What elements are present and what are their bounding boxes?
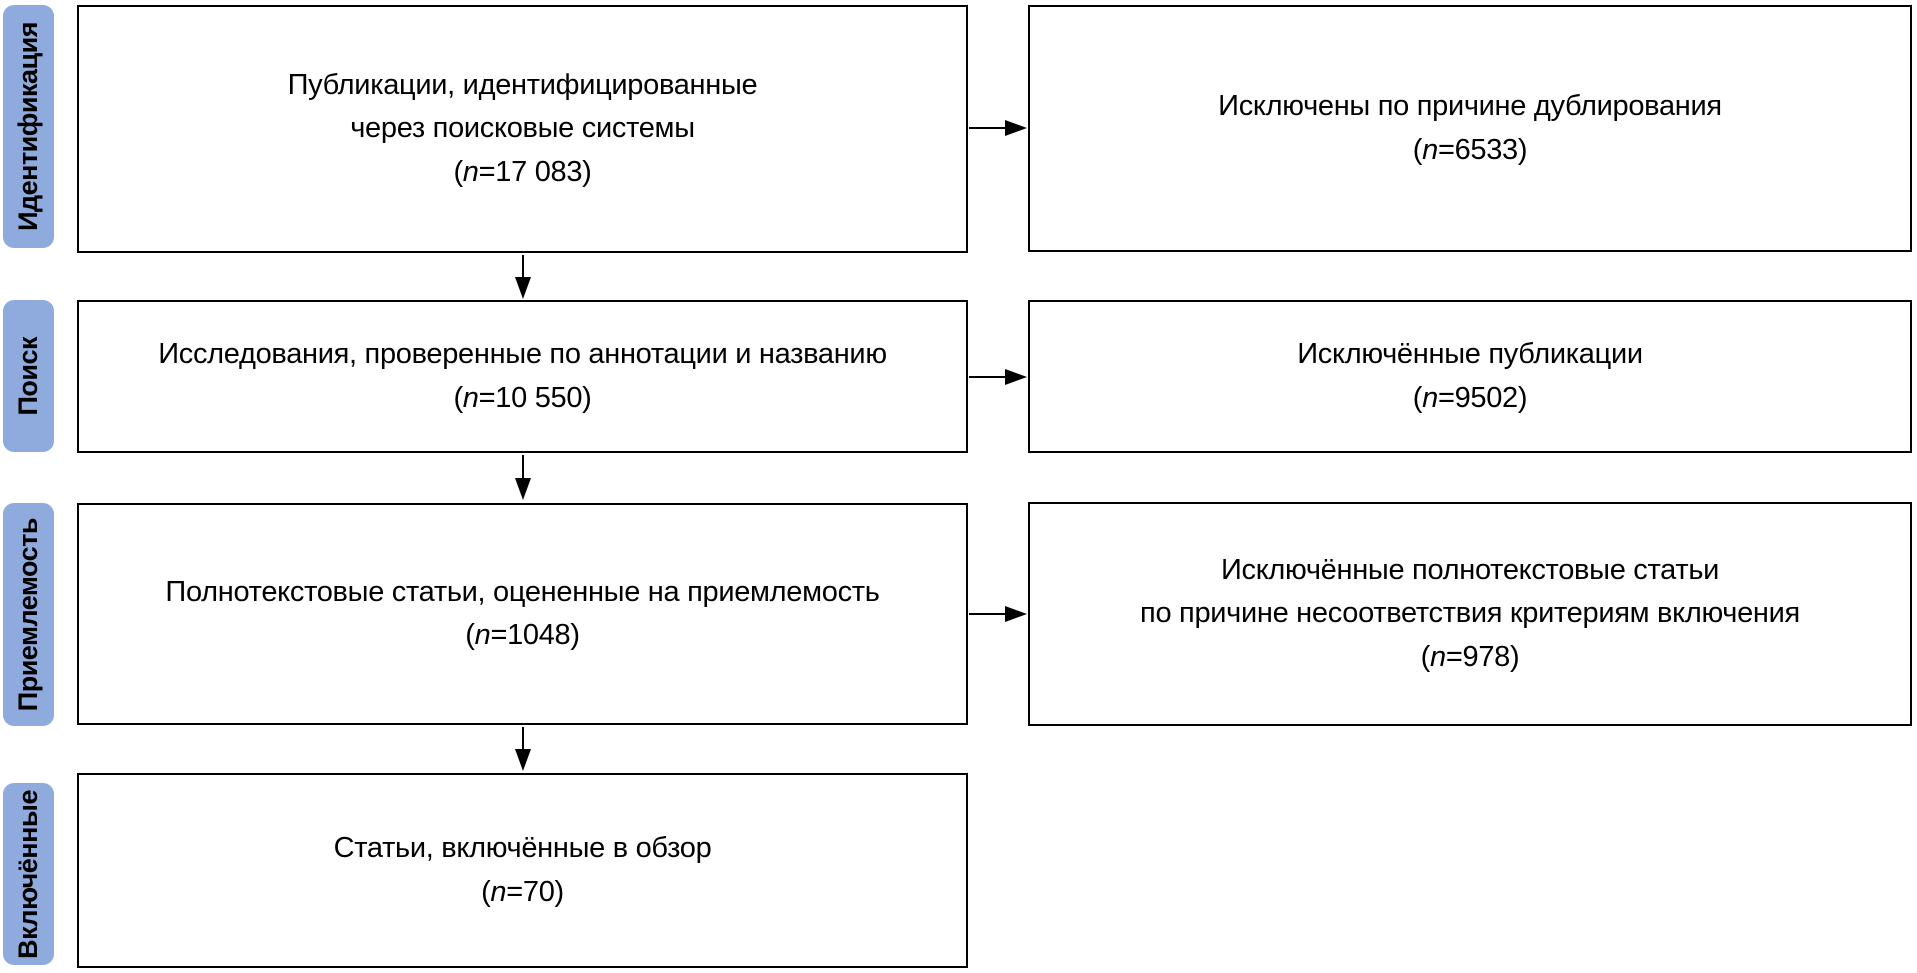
stage-label-text: Поиск <box>13 336 43 416</box>
box-excluded-duplicates: Исключены по причине дублирования (n=653… <box>1028 5 1912 252</box>
arrow-down-screening-to-eligibility <box>515 455 531 500</box>
stage-label-text: Идентификация <box>13 22 43 231</box>
box-text-line: Исключённые полнотекстовые статьи <box>1220 553 1720 586</box>
box-text-line: через поисковые системы <box>350 112 695 145</box>
arrow-down-identification-to-screening <box>515 255 531 299</box>
box-excluded-fulltext: Исключённые полнотекстовые статьи по при… <box>1028 502 1912 726</box>
box-n-count: (n=1048) <box>465 619 580 651</box>
box-text-line: Публикации, идентифицированные <box>287 68 758 101</box>
arrow-down-eligibility-to-included <box>515 727 531 771</box>
box-text-line: Исследования, проверенные по аннотации и… <box>158 338 887 370</box>
box-n-count: (n=10 550) <box>453 381 592 414</box>
stage-label-text: Приемлемость <box>13 517 43 712</box>
box-n-count: (n=70) <box>481 875 564 908</box>
box-n-count: (n=9502) <box>1412 381 1528 414</box>
box-fulltext-assessed: Полнотекстовые статьи, оцененные на прие… <box>77 503 968 725</box>
box-n-count: (n=17 083) <box>453 155 592 188</box>
box-identified-publications: Публикации, идентифицированные через пои… <box>77 5 968 253</box>
box-screened-studies: Исследования, проверенные по аннотации и… <box>77 300 968 453</box>
stage-label-screening: Поиск <box>3 300 54 452</box>
arrow-right-screening-exclusion <box>969 369 1027 385</box>
box-excluded-publications: Исключённые публикации (n=9502) <box>1028 300 1912 453</box>
box-text-line: Исключены по причине дублирования <box>1218 90 1722 122</box>
arrow-right-identification-exclusion <box>969 120 1027 136</box>
stage-label-included: Включённые <box>3 783 54 965</box>
stage-label-text: Включённые <box>13 789 43 959</box>
box-n-count: (n=978) <box>1420 640 1520 673</box>
box-included-articles: Статьи, включённые в обзор (n=70) <box>77 773 968 968</box>
box-n-count: (n=6533) <box>1412 133 1528 166</box>
arrow-right-eligibility-exclusion <box>969 606 1027 622</box>
box-text-line: Статьи, включённые в обзор <box>333 832 712 864</box>
box-text-line: по причине несоответствия критериям вклю… <box>1140 597 1800 630</box>
stage-label-eligibility: Приемлемость <box>3 503 54 726</box>
box-text-line: Полнотекстовые статьи, оцененные на прие… <box>165 575 880 608</box>
stage-label-identification: Идентификация <box>3 5 54 248</box>
box-text-line: Исключённые публикации <box>1297 338 1643 370</box>
